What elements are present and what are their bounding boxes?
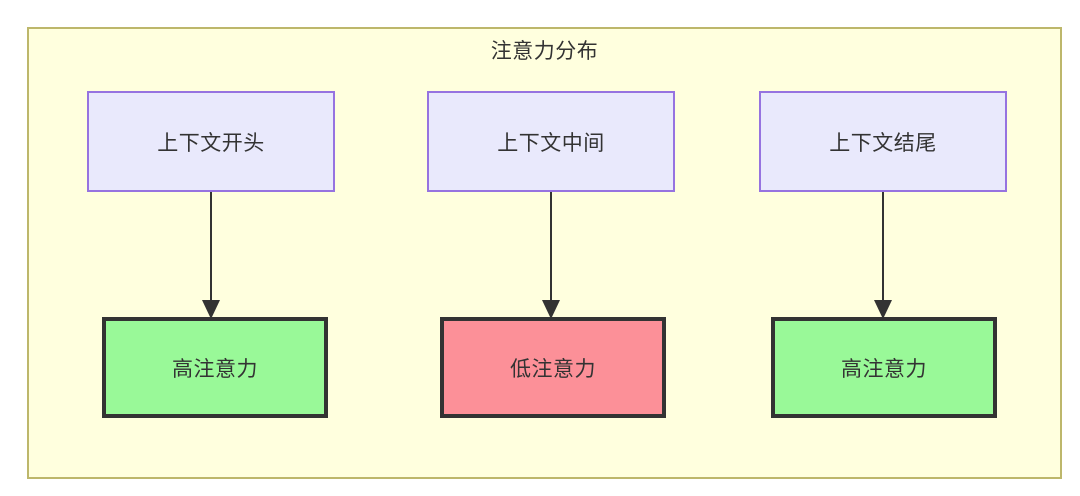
node-context-start[interactable]: 上下文开头 <box>87 91 335 192</box>
node-low-attention-middle[interactable]: 低注意力 <box>440 317 666 418</box>
node-context-end[interactable]: 上下文结尾 <box>759 91 1007 192</box>
node-high-attention-end[interactable]: 高注意力 <box>771 317 997 418</box>
cluster-title: 注意力分布 <box>490 40 599 63</box>
node-high-attention-start[interactable]: 高注意力 <box>102 317 328 418</box>
node-context-middle[interactable]: 上下文中间 <box>427 91 675 192</box>
